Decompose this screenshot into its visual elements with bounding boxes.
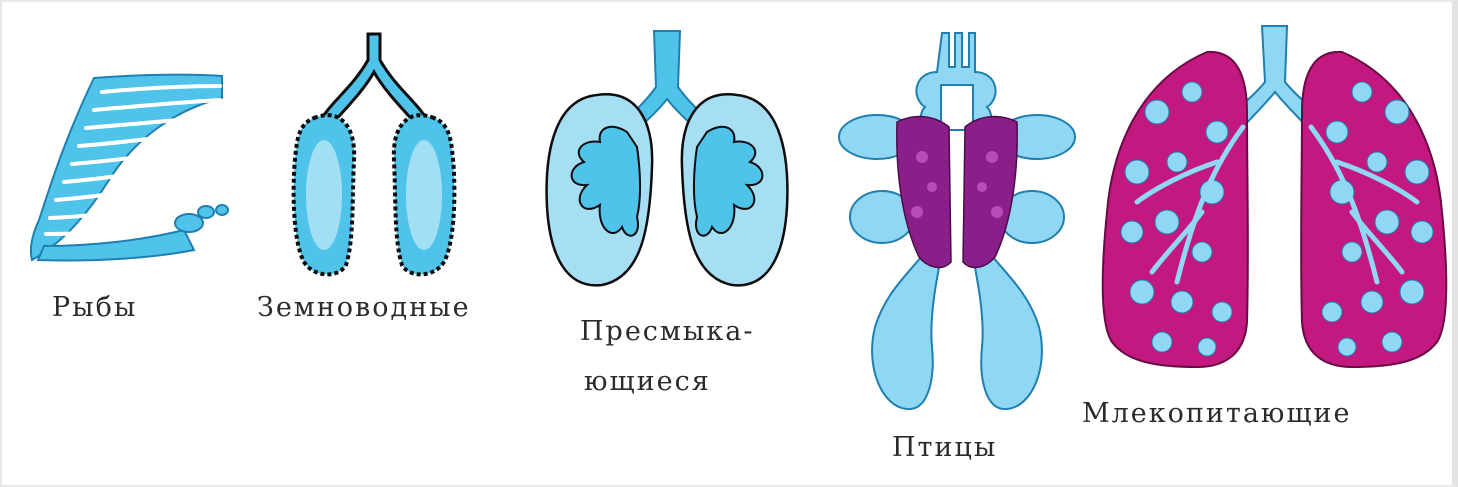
label-fish: Рыбы <box>52 290 137 325</box>
amphibian-lungs-illustration <box>284 30 464 280</box>
label-reptiles-line2: ющиеся <box>584 364 711 399</box>
label-amphibians: Земноводные <box>257 290 471 325</box>
reptile-lungs-illustration <box>542 27 792 292</box>
label-mammals: Млекопитающие <box>1082 396 1352 431</box>
label-reptiles-line1: Пресмыка- <box>580 314 755 349</box>
fish-gills-illustration <box>24 70 229 270</box>
mammal-lungs-illustration <box>1097 22 1457 377</box>
bird-lungs-illustration <box>837 27 1077 417</box>
label-birds: Птицы <box>892 430 997 465</box>
